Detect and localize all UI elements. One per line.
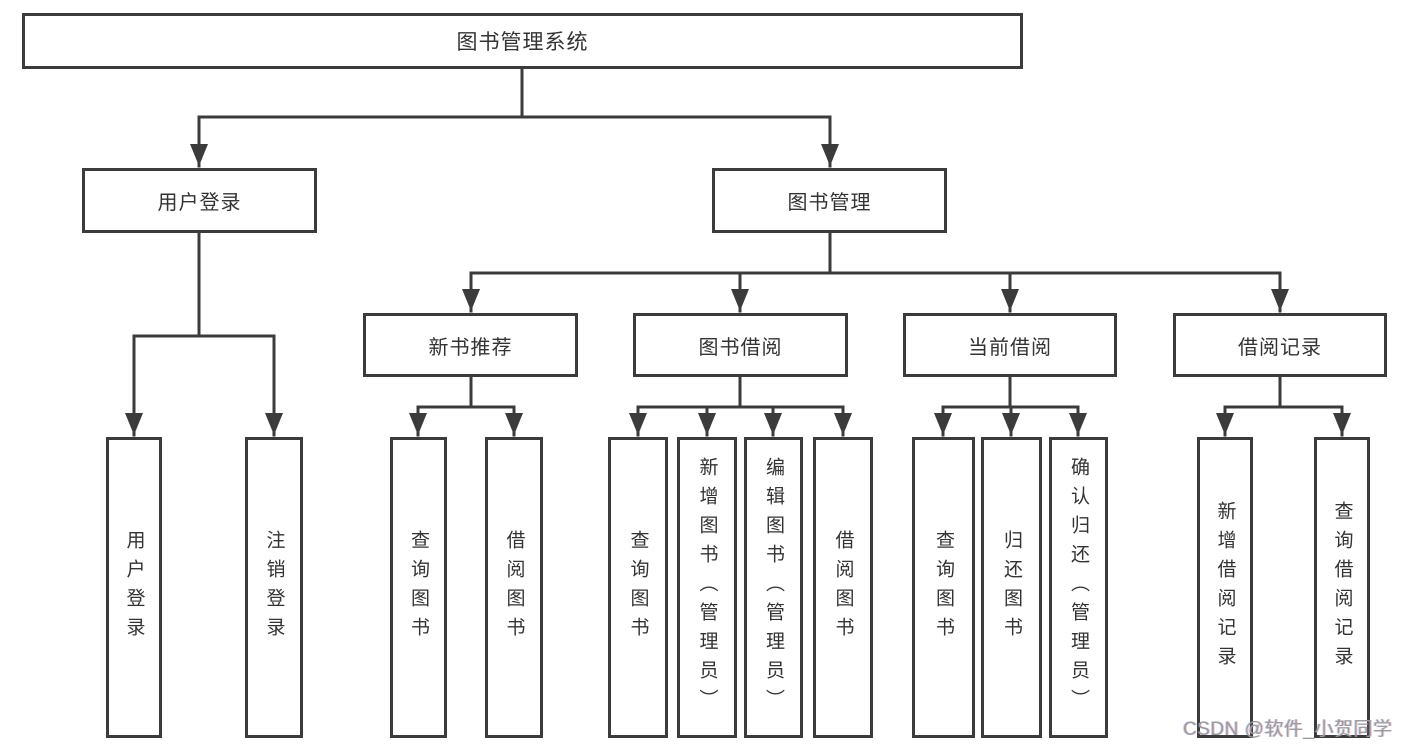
leaf-edit-book-admin-label: 编辑图书（管理员） — [763, 457, 784, 718]
leaf-query-book-2: 查询图书 — [608, 437, 668, 738]
node-new-book-rec-label: 新书推荐 — [428, 336, 513, 359]
leaf-query-book-2-label: 查询图书 — [627, 529, 649, 646]
node-book-borrow: 图书借阅 — [633, 313, 848, 377]
leaf-return-book-label: 归还图书 — [1001, 529, 1022, 646]
node-borrow-record-label: 借阅记录 — [1238, 336, 1322, 359]
leaf-user-login: 用户登录 — [106, 437, 162, 738]
leaf-borrow-book-2: 借阅图书 — [813, 437, 873, 738]
node-current-borrow-label: 当前借阅 — [968, 336, 1052, 359]
leaf-confirm-return-admin: 确认归还（管理员） — [1049, 437, 1108, 738]
node-new-book-rec: 新书推荐 — [363, 313, 578, 377]
edge-book-borrow-children — [629, 374, 852, 437]
leaf-add-book-admin: 新增图书（管理员） — [677, 437, 737, 738]
leaf-add-borrow-record: 新增借阅记录 — [1197, 437, 1253, 738]
node-book-mgmt: 图书管理 — [712, 168, 947, 233]
node-user-login: 用户登录 — [82, 168, 317, 233]
leaf-query-book-3: 查询图书 — [912, 437, 975, 738]
leaf-borrow-book-2-label: 借阅图书 — [832, 529, 854, 646]
node-borrow-record: 借阅记录 — [1173, 313, 1387, 377]
edge-root-to-level2 — [190, 66, 839, 168]
edge-new-book-rec-children — [409, 374, 523, 437]
leaf-query-book-1-label: 查询图书 — [408, 529, 429, 646]
leaf-query-book-3-label: 查询图书 — [933, 529, 954, 646]
leaf-borrow-book-1: 借阅图书 — [485, 437, 543, 738]
leaf-return-book: 归还图书 — [981, 437, 1042, 738]
edge-current-borrow-children — [934, 374, 1087, 437]
leaf-borrow-book-1-label: 借阅图书 — [503, 529, 525, 646]
node-user-login-label: 用户登录 — [157, 192, 242, 214]
leaf-query-borrow-record: 查询借阅记录 — [1314, 437, 1370, 738]
node-root: 图书管理系统 — [22, 13, 1023, 69]
node-root-label: 图书管理系统 — [456, 31, 589, 54]
node-book-borrow-label: 图书借阅 — [698, 336, 783, 359]
node-book-mgmt-label: 图书管理 — [787, 192, 872, 214]
leaf-logout-label: 注销登录 — [263, 529, 285, 646]
edge-user-login-children — [125, 230, 283, 437]
leaf-confirm-return-admin-label: 确认归还（管理员） — [1068, 457, 1089, 718]
leaf-query-book-1: 查询图书 — [390, 437, 447, 738]
node-current-borrow: 当前借阅 — [903, 313, 1117, 377]
leaf-edit-book-admin: 编辑图书（管理员） — [744, 437, 803, 738]
edge-book-mgmt-children — [462, 230, 1289, 313]
leaf-logout: 注销登录 — [245, 437, 303, 738]
leaf-add-borrow-record-label: 新增借阅记录 — [1214, 500, 1236, 675]
leaf-query-borrow-record-label: 查询借阅记录 — [1331, 500, 1353, 675]
csdn-watermark: CSDN @软件_小贺同学 — [1183, 719, 1393, 740]
leaf-user-login-label: 用户登录 — [123, 529, 145, 646]
leaf-add-book-admin-label: 新增图书（管理员） — [696, 457, 718, 718]
edge-borrow-record-children — [1216, 374, 1351, 437]
